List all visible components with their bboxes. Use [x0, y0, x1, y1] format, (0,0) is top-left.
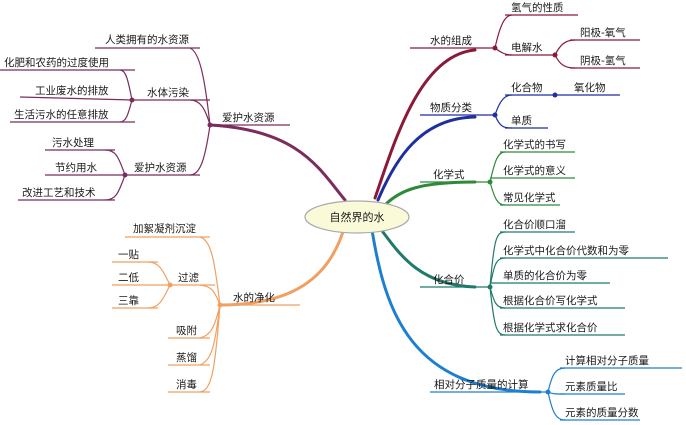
valence-item-4[interactable]: 根据化学式求化合价 — [503, 321, 598, 334]
valence-item-3[interactable]: 根据化合价写化学式 — [503, 294, 598, 307]
mass-item-1[interactable]: 元素质量比 — [565, 380, 618, 393]
composition-item-1[interactable]: 电解水 — [511, 41, 543, 54]
mass-node — [545, 389, 551, 395]
classify-label[interactable]: 物质分类 — [430, 101, 472, 114]
protect-sub2-label[interactable]: 水体污染 — [147, 86, 189, 99]
purify-item-3[interactable]: 蒸馏 — [176, 351, 197, 364]
branch-composition-nodes — [492, 45, 558, 58]
formula-item-1[interactable]: 化学式的意义 — [503, 164, 566, 177]
formula-label[interactable]: 化学式 — [433, 168, 465, 181]
valence-item-0[interactable]: 化合价顺口溜 — [503, 218, 566, 231]
valence-item-2[interactable]: 单质的化合价为零 — [503, 269, 587, 282]
compound-item-0[interactable]: 氧化物 — [574, 81, 606, 94]
protect-label[interactable]: 爱护水资源 — [222, 111, 275, 124]
branch-classify — [420, 94, 620, 129]
purify-filter-item-2[interactable]: 三靠 — [118, 294, 139, 307]
branch-formula — [420, 151, 575, 206]
purify-label[interactable]: 水的净化 — [233, 291, 275, 304]
mass-item-0[interactable]: 计算相对分子质量 — [565, 354, 649, 367]
branch-curve-formula — [383, 180, 477, 207]
formula-item-2[interactable]: 常见化学式 — [503, 191, 556, 204]
branch-protect — [0, 47, 290, 201]
purify-filter-item-0[interactable]: 一贴 — [118, 248, 139, 261]
electrolysis-item-0[interactable]: 阳极-氧气 — [580, 26, 626, 39]
protect-sub1-label[interactable]: 人类拥有的水资源 — [105, 33, 189, 46]
branch-composition — [410, 14, 640, 69]
protect-sub2-item-0[interactable]: 化肥和农药的过度使用 — [4, 56, 109, 69]
mass-item-2[interactable]: 元素的质量分数 — [565, 406, 639, 419]
valence-label[interactable]: 化合价 — [433, 273, 465, 286]
purify-filter-item-1[interactable]: 二低 — [118, 271, 139, 284]
formula-node — [487, 179, 493, 185]
purify-item-4[interactable]: 消毒 — [176, 378, 197, 391]
branch-curve-composition — [373, 48, 477, 200]
mass-label[interactable]: 相对分子质量的计算 — [434, 378, 529, 391]
classify-item-0[interactable]: 化合物 — [511, 81, 543, 94]
branch-purify-nodes — [167, 282, 223, 308]
composition-label[interactable]: 水的组成 — [430, 34, 472, 47]
branch-valence — [420, 231, 668, 336]
branch-curve-mass — [370, 228, 542, 394]
valence-node — [487, 284, 493, 290]
purify-item-0[interactable]: 加絮凝剂沉淀 — [133, 222, 196, 235]
purify-item-2[interactable]: 吸附 — [176, 324, 197, 337]
branch-curve-classify — [376, 115, 477, 202]
branch-curve-protect — [208, 123, 347, 202]
electrolysis-item-1[interactable]: 阴极-氢气 — [580, 54, 626, 67]
protect-sub2-item-2[interactable]: 生活污水的任意排放 — [14, 108, 109, 121]
protect-sub3-item-0[interactable]: 污水处理 — [52, 137, 94, 149]
center-label: 自然界的水 — [330, 210, 385, 224]
branch-curve-valence — [378, 226, 477, 289]
composition-item-0[interactable]: 氢气的性质 — [511, 1, 564, 14]
purify-item-1[interactable]: 过滤 — [178, 271, 199, 284]
protect-sub3-label[interactable]: 爱护水资源 — [134, 161, 187, 174]
branch-protect-nodes — [122, 97, 213, 178]
formula-item-0[interactable]: 化学式的书写 — [503, 138, 566, 151]
main-branch-curves — [208, 48, 542, 394]
branch-classify-nodes — [492, 92, 558, 118]
center-node[interactable]: 自然界的水 — [304, 200, 410, 234]
branch-purify — [112, 236, 300, 393]
classify-item-1[interactable]: 单质 — [511, 115, 532, 127]
branch-mass — [430, 367, 682, 421]
protect-sub3-item-2[interactable]: 改进工艺和技术 — [22, 186, 96, 199]
protect-sub3-item-1[interactable]: 节约用水 — [55, 161, 97, 174]
branch-curve-purify — [218, 223, 347, 307]
protect-sub2-item-1[interactable]: 工业废水的排放 — [35, 84, 109, 97]
valence-item-1[interactable]: 化学式中化合价代数和为零 — [503, 244, 629, 257]
